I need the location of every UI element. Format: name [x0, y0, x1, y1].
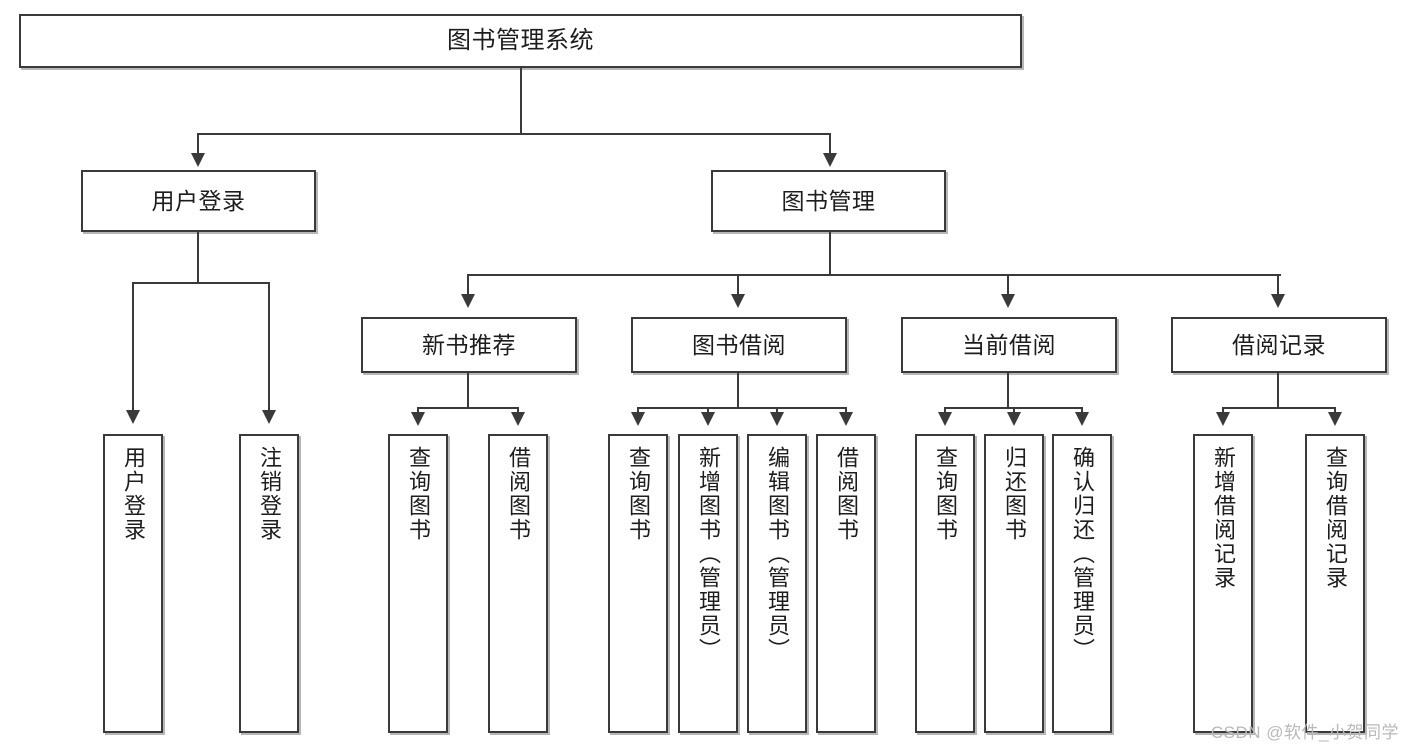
- node-label: 查询图书: [405, 446, 431, 542]
- arrow-down-icon-bookmgmt-3: [1001, 294, 1015, 308]
- node-book-borrow[interactable]: 图书借阅: [631, 317, 847, 373]
- connector-bookmgmt-bus: [467, 274, 1281, 276]
- arrow-down-icon-borrowrecord-1: [1216, 412, 1230, 426]
- connector-currentborrow-drop-2: [1013, 407, 1015, 416]
- connector-userlogin-drop-2: [268, 282, 270, 414]
- node-label: 新增图书（管理员）: [695, 446, 721, 662]
- connector-bookmgmt-drop-1: [467, 274, 469, 298]
- node-label: 借阅记录: [1232, 331, 1326, 358]
- connector-currentborrow-stem: [1007, 373, 1009, 409]
- node-label: 查询图书: [932, 446, 958, 542]
- node-label: 编辑图书（管理员）: [764, 446, 790, 662]
- connector-bookmgmt-drop-2: [737, 274, 739, 298]
- arrow-down-icon-borrowrecord-2: [1328, 412, 1342, 426]
- connector-borrowrecord-stem: [1277, 373, 1279, 409]
- node-label: 查询借阅记录: [1322, 446, 1348, 590]
- leaf-query-borrow-record[interactable]: 查询借阅记录: [1305, 434, 1365, 733]
- connector-borrowrecord-drop-1: [1222, 407, 1224, 416]
- node-label: 确认归还（管理员）: [1069, 446, 1095, 662]
- leaf-borrow-book[interactable]: 借阅图书: [816, 434, 876, 733]
- connector-newbook-stem: [467, 373, 469, 409]
- connector-bookborrow-drop-2: [707, 407, 709, 416]
- node-user-login[interactable]: 用户登录: [81, 170, 316, 232]
- arrow-down-icon-userlogin-1: [126, 410, 140, 424]
- node-label: 图书借阅: [692, 331, 786, 358]
- connector-root-drop-1: [197, 133, 199, 157]
- arrow-down-icon-bookborrow-4: [839, 412, 853, 426]
- arrow-down-icon-bookmgmt-4: [1271, 294, 1285, 308]
- connector-bookmgmt-stem: [829, 232, 831, 276]
- node-label: 图书管理系统: [447, 27, 594, 55]
- arrow-down-icon-newbook-1: [411, 412, 425, 426]
- connector-bookmgmt-drop-3: [1007, 274, 1009, 298]
- connector-bookmgmt-drop-4: [1277, 274, 1279, 298]
- connector-newbook-drop-1: [417, 407, 419, 416]
- connector-bookborrow-drop-4: [845, 407, 847, 416]
- connector-userlogin-stem: [197, 232, 199, 283]
- leaf-query-books-current[interactable]: 查询图书: [915, 434, 975, 733]
- arrow-down-icon-root-1: [191, 153, 205, 167]
- connector-borrowrecord-bus: [1222, 407, 1335, 409]
- leaf-user-login[interactable]: 用户登录: [103, 434, 163, 733]
- connector-bookborrow-drop-3: [776, 407, 778, 416]
- connector-root-stem: [520, 68, 522, 134]
- connector-newbook-bus: [417, 407, 519, 409]
- node-current-borrow[interactable]: 当前借阅: [901, 317, 1117, 373]
- leaf-add-borrow-record[interactable]: 新增借阅记录: [1193, 434, 1253, 733]
- arrow-down-icon-bookmgmt-1: [461, 294, 475, 308]
- node-new-book-recommend[interactable]: 新书推荐: [361, 317, 577, 373]
- node-label: 借阅图书: [505, 446, 531, 542]
- connector-currentborrow-bus: [944, 407, 1081, 409]
- leaf-return-book[interactable]: 归还图书: [984, 434, 1044, 733]
- arrow-down-icon-currentborrow-2: [1007, 412, 1021, 426]
- arrow-down-icon-newbook-2: [511, 412, 525, 426]
- node-label: 注销登录: [256, 446, 282, 542]
- node-label: 查询图书: [625, 446, 651, 542]
- connector-currentborrow-drop-1: [944, 407, 946, 416]
- connector-root-drop-2: [829, 133, 831, 157]
- node-root-book-management-system[interactable]: 图书管理系统: [19, 14, 1022, 68]
- node-label: 归还图书: [1001, 446, 1027, 542]
- arrow-down-icon-userlogin-2: [262, 410, 276, 424]
- node-label: 新书推荐: [422, 331, 516, 358]
- arrow-down-icon-bookmgmt-2: [731, 294, 745, 308]
- connector-newbook-drop-2: [517, 407, 519, 416]
- connector-root-bus: [197, 133, 831, 135]
- node-label: 图书管理: [781, 187, 876, 214]
- connector-bookborrow-bus: [637, 407, 846, 409]
- node-borrow-record[interactable]: 借阅记录: [1171, 317, 1387, 373]
- node-label: 新增借阅记录: [1210, 446, 1236, 590]
- node-book-management[interactable]: 图书管理: [711, 170, 946, 232]
- connector-userlogin-bus: [132, 282, 269, 284]
- arrow-down-icon-bookborrow-3: [770, 412, 784, 426]
- leaf-query-books-borrow[interactable]: 查询图书: [608, 434, 668, 733]
- connector-bookborrow-stem: [737, 373, 739, 409]
- connector-userlogin-drop-1: [132, 282, 134, 414]
- node-label: 当前借阅: [962, 331, 1056, 358]
- leaf-add-book-admin[interactable]: 新增图书（管理员）: [678, 434, 738, 733]
- leaf-borrow-books-recommend[interactable]: 借阅图书: [488, 434, 548, 733]
- connector-borrowrecord-drop-2: [1334, 407, 1336, 416]
- connector-bookborrow-drop-1: [637, 407, 639, 416]
- csdn-watermark: CSDN @软件_小贺同学: [1210, 723, 1399, 742]
- arrow-down-icon-bookborrow-2: [701, 412, 715, 426]
- arrow-down-icon-root-2: [823, 153, 837, 167]
- node-label: 用户登录: [120, 446, 146, 542]
- arrow-down-icon-currentborrow-1: [938, 412, 952, 426]
- connector-currentborrow-drop-3: [1081, 407, 1083, 416]
- leaf-edit-book-admin[interactable]: 编辑图书（管理员）: [747, 434, 807, 733]
- leaf-logout[interactable]: 注销登录: [239, 434, 299, 733]
- node-label: 用户登录: [151, 187, 246, 214]
- leaf-query-books-recommend[interactable]: 查询图书: [388, 434, 448, 733]
- leaf-confirm-return-admin[interactable]: 确认归还（管理员）: [1052, 434, 1112, 733]
- arrow-down-icon-bookborrow-1: [631, 412, 645, 426]
- arrow-down-icon-currentborrow-3: [1075, 412, 1089, 426]
- node-label: 借阅图书: [833, 446, 859, 542]
